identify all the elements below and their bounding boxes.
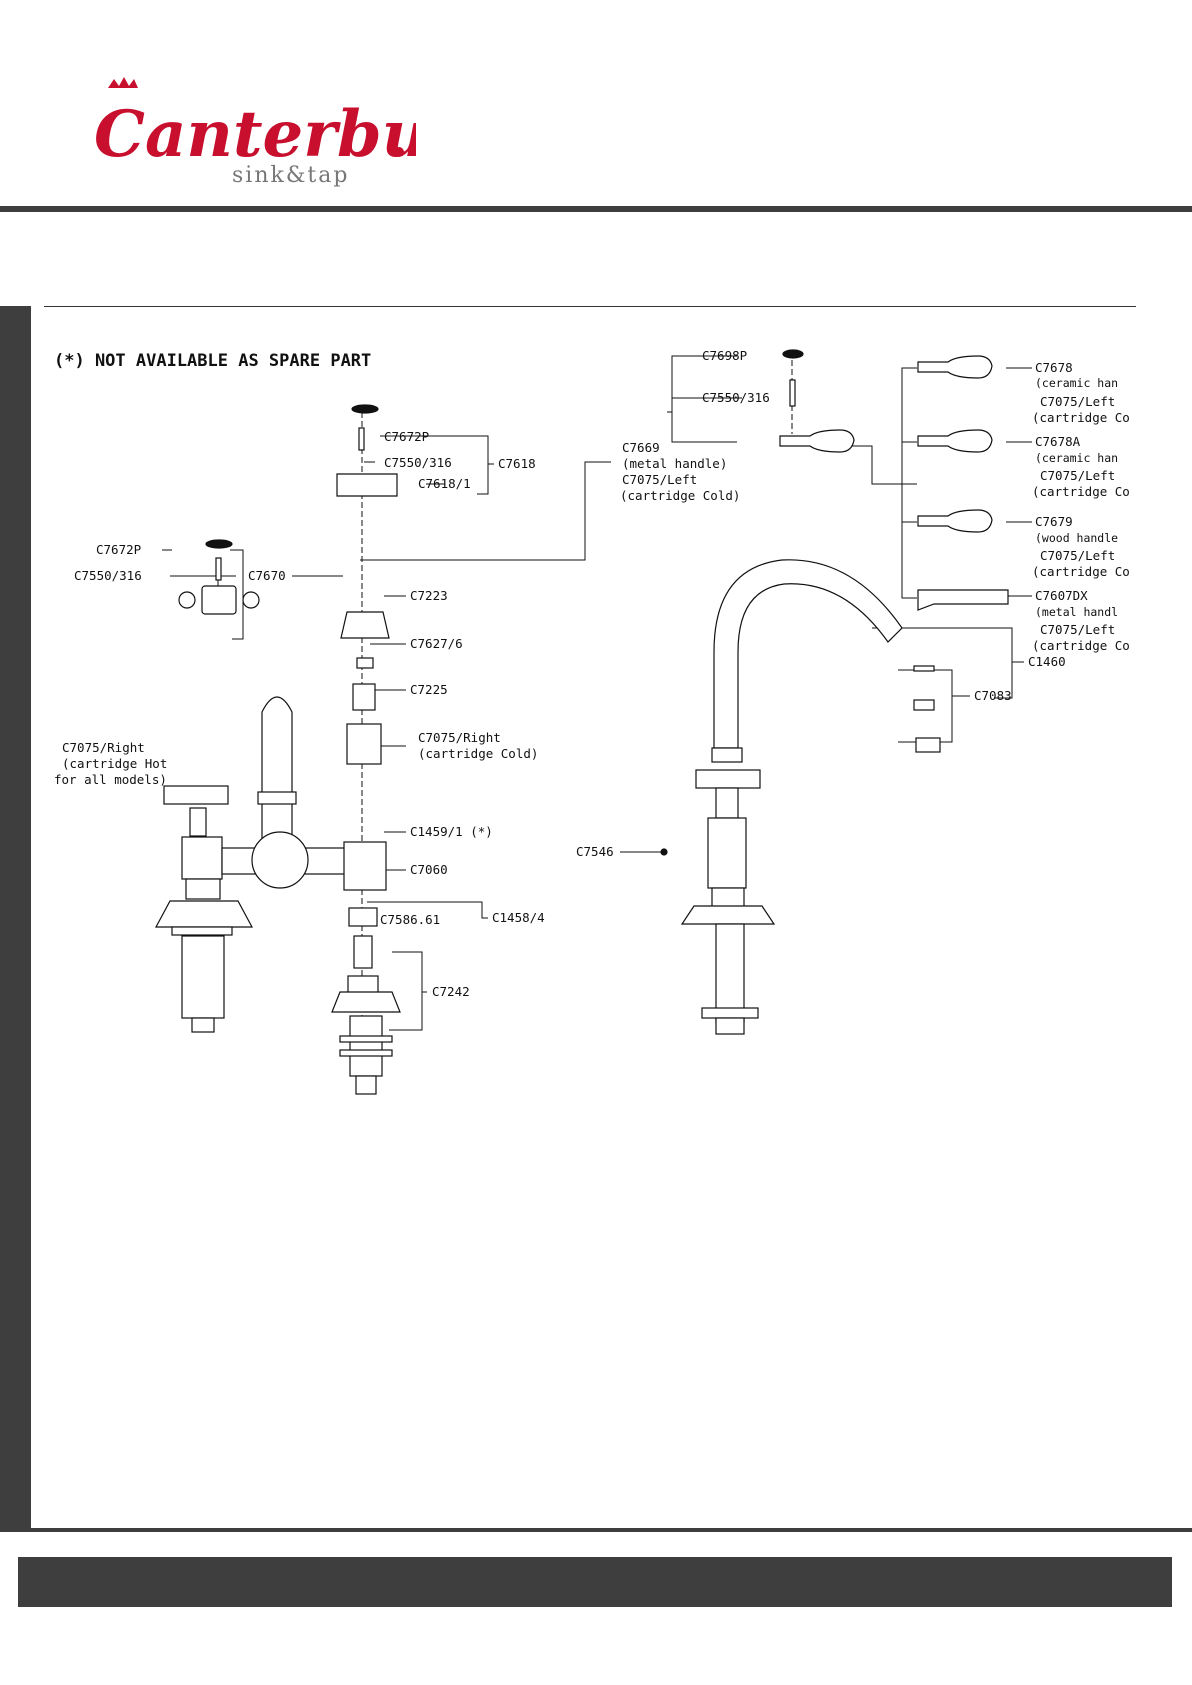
label-c1459-1: C1459/1 (*)	[410, 824, 493, 839]
brand-subtitle: sink&tap	[232, 163, 349, 188]
label-c7550-top: C7550/316	[384, 455, 452, 470]
label-c7075-right-hot-sub2: for all models)	[54, 772, 167, 787]
label-c7607dx-cart: (cartridge Co	[1032, 638, 1130, 653]
brand-dot	[394, 147, 404, 157]
label-c7607dx-left: C7075/Left	[1040, 622, 1115, 637]
leader-lines	[162, 355, 1032, 1031]
label-c7698p: C7698P	[702, 348, 747, 363]
label-c7607dx: C7607DX	[1035, 588, 1088, 603]
crown-icon	[108, 77, 138, 88]
exploded-parts-diagram: (*) NOT AVAILABLE AS SPARE PART C7672P C…	[54, 348, 1130, 1095]
label-c7678-cart: (cartridge Co	[1032, 410, 1130, 425]
label-c7060: C7060	[410, 862, 448, 877]
label-c7678a-cart: (cartridge Co	[1032, 484, 1130, 499]
footer-bar	[18, 1557, 1172, 1607]
label-c7672p-top: C7672P	[384, 429, 429, 444]
label-c7242: C7242	[432, 984, 470, 999]
label-c7075-right-cold-sub: (cartridge Cold)	[418, 746, 538, 761]
label-c7075-right-hot: C7075/Right	[62, 740, 145, 755]
label-c7679: C7679	[1035, 514, 1073, 529]
label-c7607dx-sub: (metal handl	[1035, 605, 1118, 619]
label-c1460: C1460	[1028, 654, 1066, 669]
right-tap-parts	[660, 349, 1009, 1035]
left-sidebar-bar	[0, 306, 31, 1530]
label-c7075-right-hot-sub1: (cartridge Hot	[62, 756, 167, 771]
spare-part-note: (*) NOT AVAILABLE AS SPARE PART	[54, 351, 371, 371]
label-c7550-right: C7550/316	[702, 390, 770, 405]
label-c7678a-sub: (ceramic han	[1035, 451, 1118, 465]
label-c7679-sub: (wood handle	[1035, 531, 1118, 545]
canterbury-logo: Canterbury sink&tap	[94, 77, 416, 188]
label-c7679-left: C7075/Left	[1040, 548, 1115, 563]
label-c7678-sub: (ceramic han	[1035, 376, 1118, 390]
label-c7672p-left: C7672P	[96, 542, 141, 557]
footer-rule	[0, 1528, 1192, 1532]
label-c7678a-left: C7075/Left	[1040, 468, 1115, 483]
label-c7075-left-sub: (cartridge Cold)	[620, 488, 740, 503]
label-c7669-sub: (metal handle)	[622, 456, 727, 471]
label-c7670: C7670	[248, 568, 286, 583]
header-rule	[0, 206, 1192, 212]
label-c7225: C7225	[410, 682, 448, 697]
label-c1458-4: C1458/4	[492, 910, 545, 925]
label-c7550-left: C7550/316	[74, 568, 142, 583]
label-c7223: C7223	[410, 588, 448, 603]
brand-script: Canterbury	[94, 97, 416, 172]
frame-top-line	[44, 306, 1136, 307]
label-c7627-6: C7627/6	[410, 636, 463, 651]
label-c7075-left: C7075/Left	[622, 472, 697, 487]
label-c7586-61: C7586.61	[380, 912, 440, 927]
label-c7618-1: C7618/1	[418, 476, 471, 491]
label-c7075-right-cold: C7075/Right	[418, 730, 501, 745]
label-c7546: C7546	[576, 844, 614, 859]
label-c7679-cart: (cartridge Co	[1032, 564, 1130, 579]
left-tap-parts	[154, 404, 401, 1095]
label-c7669: C7669	[622, 440, 660, 455]
label-c7083: C7083	[974, 688, 1012, 703]
label-c7678a: C7678A	[1035, 434, 1081, 449]
label-c7618: C7618	[498, 456, 536, 471]
label-c7678: C7678	[1035, 360, 1073, 375]
label-c7678-left: C7075/Left	[1040, 394, 1115, 409]
